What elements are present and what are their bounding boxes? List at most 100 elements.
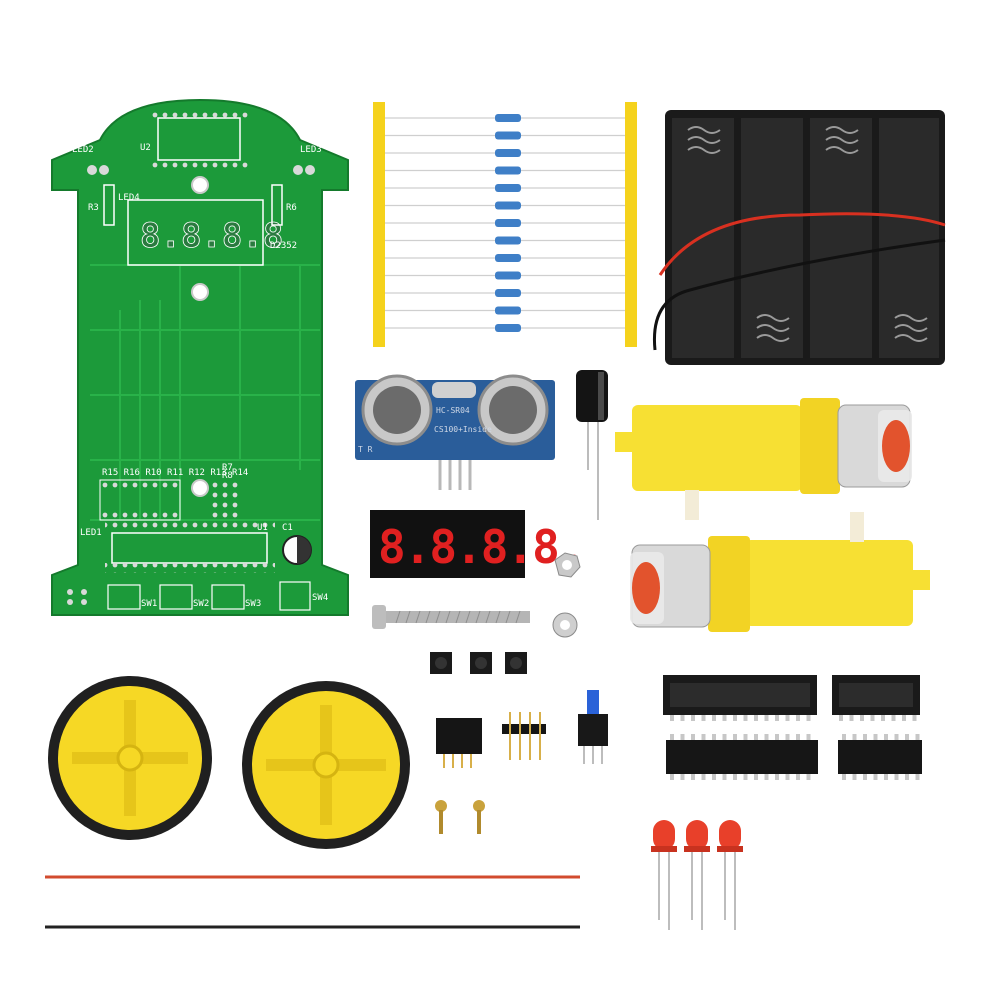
chip-pin <box>691 734 695 740</box>
chip-pin <box>891 715 896 721</box>
led-display-module: 8.8.8.8. <box>370 510 586 578</box>
resistor <box>495 324 521 332</box>
hardware-fasteners <box>372 552 581 638</box>
chip-pin <box>881 715 885 721</box>
chip-pin <box>733 734 737 740</box>
chip-pin <box>884 774 888 780</box>
chip-pin <box>839 715 843 721</box>
chip-pin <box>842 734 846 740</box>
chip-pin <box>785 774 790 780</box>
label-sw4: SW4 <box>312 593 328 603</box>
resistor <box>495 219 521 227</box>
chip-pin <box>785 715 790 721</box>
chip-pin <box>860 715 864 721</box>
label-r3: R3 <box>88 203 99 213</box>
chip-pin <box>915 774 920 780</box>
chip-pin <box>743 734 748 740</box>
sensor-subtext: CS100+Inside <box>434 425 492 434</box>
svg-text:8.8.8.8: 8.8.8.8 <box>140 216 283 256</box>
label-led2: LED2 <box>72 145 94 155</box>
resistor <box>495 306 521 315</box>
label-r8: R8 <box>222 471 233 481</box>
chip-pin <box>873 774 878 780</box>
label-sw3: SW3 <box>245 599 261 609</box>
chip-pin <box>785 734 790 740</box>
resistor <box>495 114 521 122</box>
resistor <box>495 236 521 245</box>
chip-pin <box>754 774 758 780</box>
label-sw1: SW1 <box>141 599 157 609</box>
resistor <box>495 131 521 140</box>
resistor <box>495 166 521 175</box>
chip-pin <box>691 715 695 721</box>
chip-pin <box>701 734 706 740</box>
chip-pin <box>842 774 846 780</box>
chip-pin <box>764 774 769 780</box>
chip-pin <box>852 734 857 740</box>
chip-pin <box>870 715 875 721</box>
sensor-pins-text: T R <box>358 445 373 454</box>
label-resistor-row: R15 R16 R10 R11 R12 R13 R14 <box>102 468 248 478</box>
chip-pin <box>912 715 917 721</box>
ultrasonic-sensor: HC-SR04 CS100+Inside T R <box>355 374 555 490</box>
label-r6: R6 <box>286 203 297 213</box>
label-led1: LED1 <box>80 528 102 538</box>
resistor <box>495 149 521 157</box>
chip-pin <box>863 734 867 740</box>
label-led3: LED3 <box>300 145 322 155</box>
chip-pin <box>670 715 674 721</box>
chip-pin <box>852 774 857 780</box>
chip-pin <box>884 734 888 740</box>
sensor-model-text: HC-SR04 <box>436 406 470 415</box>
chip-pin <box>796 715 800 721</box>
chip-pin <box>796 734 800 740</box>
chip-pin <box>915 734 920 740</box>
chip-pin <box>806 734 811 740</box>
ic-sockets-and-chips <box>663 675 922 780</box>
chip-pin <box>775 774 779 780</box>
chip-pin <box>670 734 674 740</box>
chip-pin <box>743 774 748 780</box>
battery-holder <box>652 110 946 365</box>
chip-pin <box>905 734 909 740</box>
chip-pin <box>691 774 695 780</box>
chip-pin <box>754 734 758 740</box>
chip-pin <box>712 734 716 740</box>
resistor <box>495 271 521 280</box>
label-board-code: D2352 <box>270 241 297 251</box>
chip-pin <box>775 734 779 740</box>
chip-pin <box>863 774 867 780</box>
slide-switch <box>578 690 608 764</box>
label-sw2: SW2 <box>193 599 209 609</box>
chip-pin <box>722 715 727 721</box>
chip-pin <box>680 715 685 721</box>
chip-pin <box>873 734 878 740</box>
chip-pin <box>764 715 769 721</box>
chip-pin <box>905 774 909 780</box>
display-digits: 8.8.8.8. <box>378 520 584 574</box>
chip-pin <box>670 774 674 780</box>
jumper-wires <box>45 875 580 929</box>
chip-pin <box>806 715 811 721</box>
capacitor <box>576 370 608 520</box>
label-r7: R7 <box>222 463 233 473</box>
pcb-board: 8.8.8.8 LED2 LED3 LED4 <box>51 98 349 616</box>
pin-headers <box>436 712 546 768</box>
tactile-buttons <box>430 652 527 674</box>
wheel-right <box>242 681 410 849</box>
resistor <box>495 184 521 192</box>
chip-pin <box>701 774 706 780</box>
chip-pin <box>796 774 800 780</box>
chip-pin <box>733 774 737 780</box>
wheel-left <box>48 676 212 840</box>
chip-pin <box>806 774 811 780</box>
chip-pin <box>712 774 716 780</box>
chip-pin <box>894 774 899 780</box>
screws <box>435 800 485 834</box>
chip-pin <box>680 734 685 740</box>
chip-pin <box>701 715 706 721</box>
chip-pin <box>764 734 769 740</box>
chip-pin <box>902 715 906 721</box>
chip-pin <box>754 715 758 721</box>
